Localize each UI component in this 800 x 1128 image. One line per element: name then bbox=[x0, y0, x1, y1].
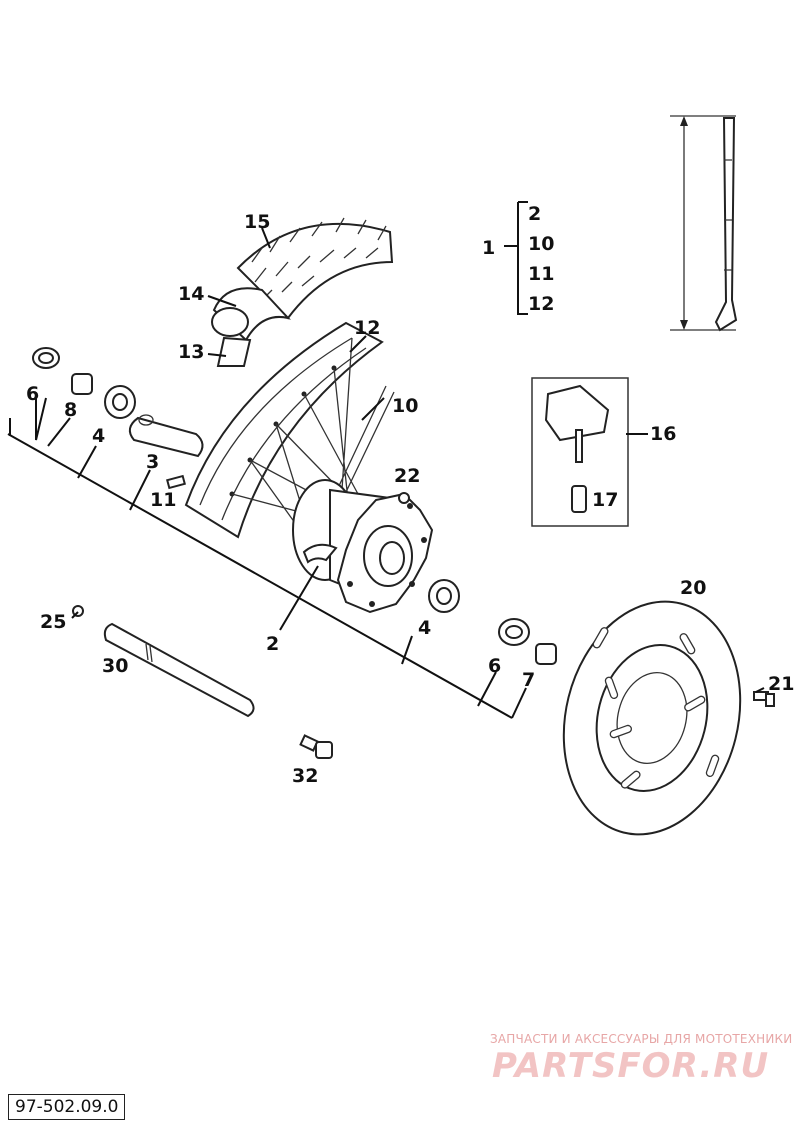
callout-13: 13 bbox=[178, 341, 204, 363]
callout-30: 30 bbox=[102, 655, 128, 677]
tire-drawing bbox=[236, 217, 394, 320]
valve-drawing bbox=[166, 474, 186, 490]
callout-15: 15 bbox=[244, 211, 270, 233]
kit-item: 2 bbox=[528, 203, 541, 225]
nipple-drawing bbox=[398, 492, 410, 504]
bolt-drawing bbox=[299, 734, 333, 759]
brake-disc-drawing bbox=[562, 600, 742, 836]
callout-2: 2 bbox=[266, 633, 279, 655]
left-bearing-group bbox=[32, 347, 204, 458]
callout-22: 22 bbox=[394, 465, 420, 487]
rim-band-drawing bbox=[216, 336, 252, 367]
callout-17: 17 bbox=[592, 489, 618, 511]
kit-list: 2 10 11 12 bbox=[528, 203, 554, 315]
callout-32: 32 bbox=[292, 765, 318, 787]
hub-drawing bbox=[292, 479, 434, 614]
callout-14: 14 bbox=[178, 283, 204, 305]
callout-3: 3 bbox=[146, 451, 159, 473]
diagram-code: 97-502.09.0 bbox=[8, 1094, 126, 1120]
watermark-logo: PARTSFOR.RU bbox=[492, 1046, 770, 1086]
callout-25: 25 bbox=[40, 611, 66, 633]
callout-16: 16 bbox=[650, 423, 676, 445]
callout-4-left: 4 bbox=[92, 425, 105, 447]
callout-6-left: 6 bbox=[26, 383, 39, 405]
callout-11: 11 bbox=[150, 489, 176, 511]
kit-item: 11 bbox=[528, 263, 554, 285]
spokes-drawing bbox=[231, 337, 395, 541]
callout-1: 1 bbox=[482, 237, 495, 259]
kit-item: 10 bbox=[528, 233, 554, 255]
valve-kit-box bbox=[531, 377, 629, 527]
leader-lines bbox=[7, 227, 765, 719]
callout-6-right: 6 bbox=[488, 655, 501, 677]
kit-item: 12 bbox=[528, 293, 554, 315]
callout-20: 20 bbox=[680, 577, 706, 599]
callout-12: 12 bbox=[354, 317, 380, 339]
right-bearing-group bbox=[428, 579, 557, 665]
kit-bracket bbox=[504, 201, 528, 315]
rim-drawing bbox=[184, 321, 384, 539]
callout-21: 21 bbox=[768, 673, 794, 695]
callout-10: 10 bbox=[392, 395, 418, 417]
axle-drawing bbox=[103, 622, 255, 718]
disc-bolt-drawing bbox=[753, 691, 775, 707]
callout-8: 8 bbox=[64, 399, 77, 421]
callout-7: 7 bbox=[522, 669, 535, 691]
watermark-tagline: ЗАПЧАСТИ И АКСЕССУАРЫ ДЛЯ МОТОТЕХНИКИ bbox=[490, 1032, 793, 1046]
tube-drawing bbox=[211, 287, 291, 342]
callouts: 1 2 3 4 4 6 6 7 8 10 11 12 13 14 15 16 1… bbox=[26, 211, 794, 787]
callout-4-right: 4 bbox=[418, 617, 431, 639]
spoke-dimension-drawing bbox=[670, 115, 738, 332]
